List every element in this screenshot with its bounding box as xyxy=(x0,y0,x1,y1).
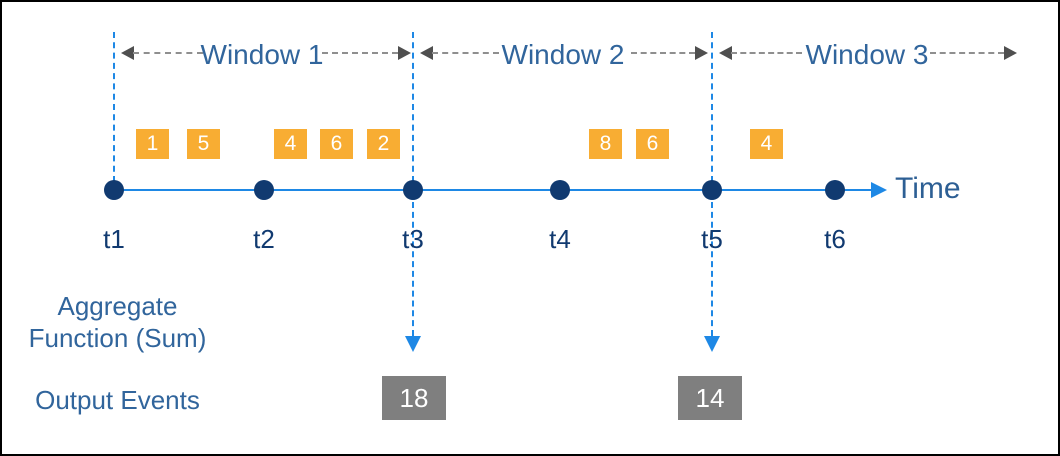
output-events-label: Output Events xyxy=(35,385,200,415)
tick-label-t2: t2 xyxy=(253,224,275,254)
tick-label-t5: t5 xyxy=(701,224,723,254)
window2-span-dash-right xyxy=(631,52,695,54)
arrow-right-icon xyxy=(695,46,708,60)
event-box: 2 xyxy=(367,129,400,159)
time-axis-label: Time xyxy=(895,172,961,205)
window-label-3: Window 3 xyxy=(805,39,929,70)
aggregate-function-label-line2: Function (Sum) xyxy=(28,323,207,353)
tick-label-t3: t3 xyxy=(402,224,424,254)
window-label-1: Window 1 xyxy=(200,39,324,70)
event-box: 6 xyxy=(636,129,669,159)
timeline-dot-t2 xyxy=(254,180,274,200)
tick-label-t6: t6 xyxy=(824,224,846,254)
timeline-axis xyxy=(114,189,871,191)
timeline-dot-t1 xyxy=(104,180,124,200)
timeline-dot-t4 xyxy=(550,180,570,200)
event-box: 8 xyxy=(589,129,622,159)
event-box: 5 xyxy=(187,129,220,159)
timeline-dot-t3 xyxy=(403,180,423,200)
window2-span-dash-left xyxy=(432,52,499,54)
window3-span-dash-right xyxy=(930,52,1004,54)
window-label-2: Window 2 xyxy=(501,39,625,70)
window3-span-dash-left xyxy=(731,52,802,54)
output-value-box-window2: 14 xyxy=(678,376,742,420)
arrow-right-icon xyxy=(1004,46,1017,60)
output-value-box-window1: 18 xyxy=(382,376,446,420)
event-box: 6 xyxy=(320,129,353,159)
output-trigger-line-t3 xyxy=(412,202,414,336)
event-box: 4 xyxy=(274,129,307,159)
timeline-arrow-icon xyxy=(871,182,887,198)
window-boundary-line-t3 xyxy=(412,32,414,182)
window-boundary-line-t5 xyxy=(711,32,713,182)
arrow-down-icon xyxy=(405,336,421,352)
tick-label-t4: t4 xyxy=(549,224,571,254)
aggregate-function-label-line1: Aggregate xyxy=(57,291,178,321)
arrow-right-icon xyxy=(398,46,411,60)
output-trigger-line-t5 xyxy=(711,202,713,336)
timeline-dot-t6 xyxy=(825,180,845,200)
timeline-dot-t5 xyxy=(702,180,722,200)
arrow-left-icon xyxy=(719,46,732,60)
event-box: 1 xyxy=(136,129,169,159)
aggregate-function-label: Aggregate Function (Sum) xyxy=(10,290,225,354)
window-boundary-line-t1 xyxy=(113,32,115,182)
arrow-left-icon xyxy=(121,46,134,60)
event-box: 4 xyxy=(750,129,783,159)
window1-span-dash-left xyxy=(133,52,203,54)
window1-span-dash-right xyxy=(322,52,398,54)
arrow-left-icon xyxy=(420,46,433,60)
tick-label-t1: t1 xyxy=(103,224,125,254)
arrow-down-icon xyxy=(704,336,720,352)
